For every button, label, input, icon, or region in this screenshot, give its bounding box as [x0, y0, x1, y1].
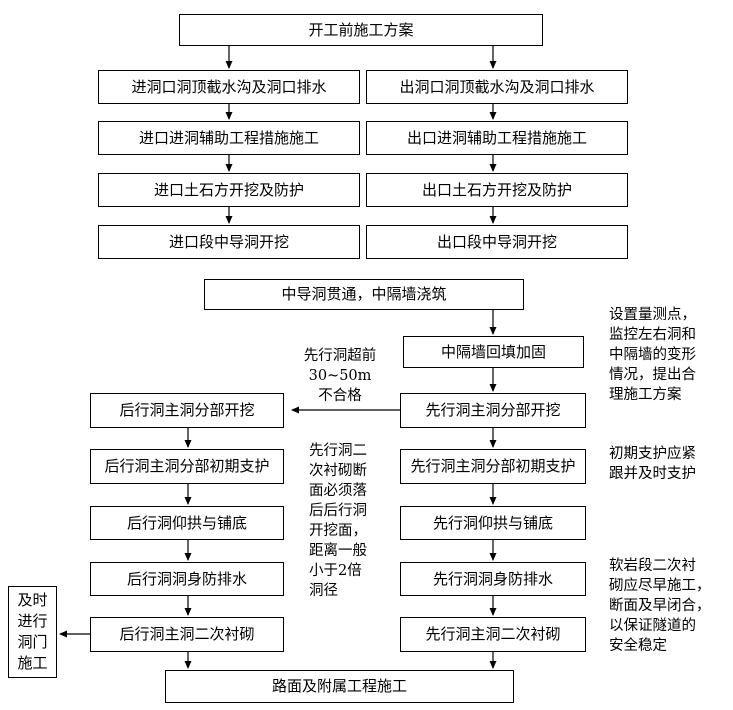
note-soft-rock-line: 安全稳定 — [609, 638, 667, 654]
step-pilot-through: 中导洞贯通，中隔墙浇筑 — [204, 279, 524, 310]
note-initial-support: 初期支护应紧 跟并及时支护 — [609, 444, 696, 484]
note-initial-support-line: 跟并及时支护 — [609, 466, 696, 482]
portal-line-2: 进行 — [17, 612, 48, 630]
note-lining-distance-line: 后后行洞 — [309, 503, 367, 519]
note-soft-rock-line: 砌应尽早施工， — [609, 578, 711, 594]
step-exit-drainage: 出洞口洞顶截水沟及洞口排水 — [366, 70, 628, 104]
step-backfill: 中隔墙回填加固 — [403, 336, 584, 368]
note-soft-rock-line: 断面及早闭合， — [609, 598, 711, 614]
step-portal: 及时 进行 洞门 施工 — [8, 586, 57, 678]
note-monitoring: 设置量测点， 监控左右洞和 中隔墙的变形 情况，提出合 理施工方案 — [609, 305, 696, 405]
step-lag-waterproof: 后行洞洞身防排水 — [90, 562, 284, 596]
step-lead-waterproof: 先行洞洞身防排水 — [400, 562, 586, 596]
note-lining-distance-line: 距离一般 — [309, 543, 367, 559]
note-monitoring-line: 中隔墙的变形 — [609, 347, 696, 363]
step-pavement: 路面及附属工程施工 — [165, 670, 514, 703]
note-soft-rock-line: 软岩段二次衬 — [609, 558, 696, 574]
note-lead-advance: 先行洞超前 30~50m 不合格 — [297, 346, 383, 406]
step-entry-drainage: 进洞口洞顶截水沟及洞口排水 — [98, 70, 360, 104]
step-exit-pilot: 出口段中导洞开挖 — [366, 225, 628, 259]
note-lining-distance-line: 小于2倍 — [309, 563, 362, 579]
note-lead-advance-line: 30~50m — [308, 368, 372, 384]
note-lining-distance-line: 洞径 — [309, 583, 338, 599]
note-lining-distance: 先行洞二 次衬砌断 面必须落 后后行洞 开挖面， 距离一般 小于2倍 洞径 — [309, 441, 367, 601]
note-lining-distance-line: 面必须落 — [309, 483, 367, 499]
step-start: 开工前施工方案 — [179, 14, 543, 46]
note-monitoring-line: 理施工方案 — [609, 387, 682, 403]
note-lining-distance-line: 先行洞二 — [309, 443, 367, 459]
note-lead-advance-line: 先行洞超前 — [303, 348, 377, 364]
portal-line-3: 洞门 — [17, 633, 48, 651]
note-monitoring-line: 监控左右洞和 — [609, 327, 696, 343]
note-soft-rock: 软岩段二次衬 砌应尽早施工， 断面及早闭合， 以保证隧道的 安全稳定 — [609, 556, 711, 656]
step-lead-support: 先行洞主洞分部初期支护 — [400, 449, 586, 484]
note-lead-advance-line: 不合格 — [318, 388, 362, 404]
step-lead-lining: 先行洞主洞二次衬砌 — [400, 617, 586, 652]
step-lag-lining: 后行洞主洞二次衬砌 — [90, 617, 284, 652]
step-lead-excavation: 先行洞主洞分部开挖 — [400, 393, 586, 428]
note-lining-distance-line: 开挖面， — [309, 523, 367, 539]
note-soft-rock-line: 以保证隧道的 — [609, 618, 696, 634]
step-exit-earthwork: 出口土石方开挖及防护 — [366, 173, 628, 207]
step-lag-excavation: 后行洞主洞分部开挖 — [90, 393, 284, 428]
step-exit-auxiliary: 出口进洞辅助工程措施施工 — [366, 121, 628, 155]
step-entry-pilot: 进口段中导洞开挖 — [98, 225, 360, 259]
step-lead-invert: 先行洞仰拱与铺底 — [400, 506, 586, 540]
note-monitoring-line: 设置量测点， — [609, 307, 696, 323]
note-lining-distance-line: 次衬砌断 — [309, 463, 367, 479]
portal-line-1: 及时 — [17, 591, 48, 609]
step-entry-earthwork: 进口土石方开挖及防护 — [98, 173, 360, 207]
step-entry-auxiliary: 进口进洞辅助工程措施施工 — [98, 121, 360, 155]
note-initial-support-line: 初期支护应紧 — [609, 446, 696, 462]
step-lag-support: 后行洞主洞分部初期支护 — [90, 449, 284, 484]
portal-line-4: 施工 — [17, 654, 48, 672]
step-lag-invert: 后行洞仰拱与铺底 — [90, 506, 284, 540]
note-monitoring-line: 情况，提出合 — [609, 367, 696, 383]
